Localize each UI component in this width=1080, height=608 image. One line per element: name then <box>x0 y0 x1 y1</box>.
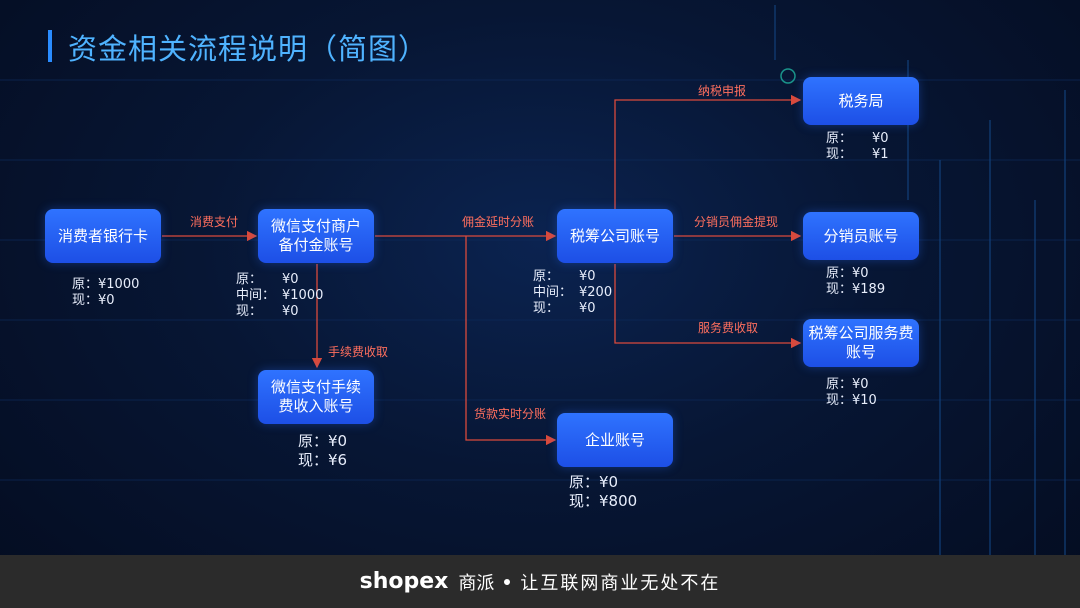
node-label: 微信支付商户备付金账号 <box>270 217 361 254</box>
value-amount: ¥0 <box>599 473 619 491</box>
edge-label-consume-pay: 消费支付 <box>190 215 239 229</box>
node-label: 税务局 <box>838 91 884 110</box>
value-amount: ¥0 <box>328 432 348 450</box>
node-label: 税筹公司服务费账号 <box>808 324 914 361</box>
node-consumer-bank-card: 消费者银行卡 <box>45 209 161 263</box>
value-amount: ¥200 <box>579 285 613 300</box>
value-key: 原： <box>236 272 263 287</box>
value-key: 原： <box>826 131 853 146</box>
value-key: 原： <box>533 269 560 284</box>
value-key: 现： <box>72 293 99 308</box>
value-amount: ¥0 <box>852 377 869 392</box>
node-tax-company: 税筹公司账号 <box>557 209 673 263</box>
value-amount: ¥189 <box>852 282 886 297</box>
values-enterprise: 原：¥0 现：¥800 <box>569 473 637 511</box>
value-amount: ¥10 <box>852 393 877 408</box>
footer-bar: shopex 商派 让互联网商业无处不在 <box>0 555 1080 608</box>
value-key: 现： <box>826 393 853 408</box>
edge-goods-realtime <box>465 236 557 446</box>
node-label: 分销员账号 <box>823 226 899 245</box>
value-key: 原： <box>298 432 329 450</box>
node-tax-bureau: 税务局 <box>803 77 919 125</box>
node-wechat-fee-income: 微信支付手续费收入账号 <box>258 370 374 424</box>
value-key: 现： <box>533 301 560 316</box>
values-wechat-pay: 原： ¥0 中间： ¥1000 现： ¥0 <box>236 272 323 320</box>
value-amount: ¥0 <box>282 304 299 319</box>
values-wechat-fee: 原：¥0 现：¥6 <box>298 432 347 470</box>
value-amount: ¥0 <box>579 301 596 316</box>
title-accent-bar <box>48 30 52 62</box>
node-label: 微信支付手续费收入账号 <box>270 378 361 415</box>
flow-edges <box>162 94 802 446</box>
value-amount: ¥0 <box>872 131 889 146</box>
node-label: 消费者银行卡 <box>57 226 148 245</box>
value-key: 现： <box>826 282 853 297</box>
value-key: 原： <box>826 377 853 392</box>
edge-label-fee-collect: 手续费收取 <box>328 345 389 359</box>
edge-label-commission-withdraw: 分销员佣金提现 <box>694 215 779 229</box>
value-key: 现： <box>569 492 600 510</box>
value-key: 现： <box>236 304 263 319</box>
node-tax-service-fee: 税筹公司服务费账号 <box>803 319 919 367</box>
brand-logo: shopex <box>359 569 449 594</box>
value-key: 原： <box>826 266 853 281</box>
values-tax-service: 原：¥0 现：¥10 <box>826 377 877 409</box>
brand-slogan: 让互联网商业无处不在 <box>520 572 721 594</box>
value-amount: ¥1 <box>872 147 889 162</box>
values-tax-company: 原： ¥0 中间： ¥200 现： ¥0 <box>533 269 612 317</box>
edge-label-tax-declare: 纳税申报 <box>698 84 747 98</box>
values-distributor: 原：¥0 现：¥189 <box>826 266 885 298</box>
value-amount: ¥0 <box>98 293 115 308</box>
value-key: 中间： <box>236 288 276 303</box>
value-amount: ¥1000 <box>98 277 140 292</box>
brand-name-cn: 商派 <box>458 572 495 594</box>
value-amount: ¥6 <box>328 451 348 469</box>
edge-label-commission-delay: 佣金延时分账 <box>462 215 535 229</box>
values-consumer: 原：¥1000 现：¥0 <box>72 277 139 309</box>
node-label: 税筹公司账号 <box>569 226 660 245</box>
edge-tax-declare <box>614 94 802 209</box>
value-key: 中间： <box>533 285 573 300</box>
edge-service-fee <box>614 264 802 349</box>
value-key: 现： <box>826 147 853 162</box>
value-key: 原： <box>72 277 99 292</box>
value-amount: ¥1000 <box>282 288 324 303</box>
background-decoration <box>0 5 1080 555</box>
node-label: 企业账号 <box>584 430 645 449</box>
value-amount: ¥0 <box>282 272 299 287</box>
node-enterprise: 企业账号 <box>557 413 673 467</box>
value-key: 现： <box>298 451 329 469</box>
edge-label-goods-realtime: 货款实时分账 <box>474 407 547 421</box>
node-distributor: 分销员账号 <box>803 212 919 260</box>
node-wechat-pay-reserve: 微信支付商户备付金账号 <box>258 209 374 263</box>
value-amount: ¥0 <box>852 266 869 281</box>
value-key: 原： <box>569 473 600 491</box>
separator-dot <box>504 578 511 585</box>
value-amount: ¥800 <box>599 492 638 510</box>
value-amount: ¥0 <box>579 269 596 284</box>
edge-label-service-fee: 服务费收取 <box>698 321 759 335</box>
page-title: 资金相关流程说明（简图） <box>68 32 429 66</box>
values-tax-bureau: 原： ¥0 现： ¥1 <box>826 131 889 163</box>
